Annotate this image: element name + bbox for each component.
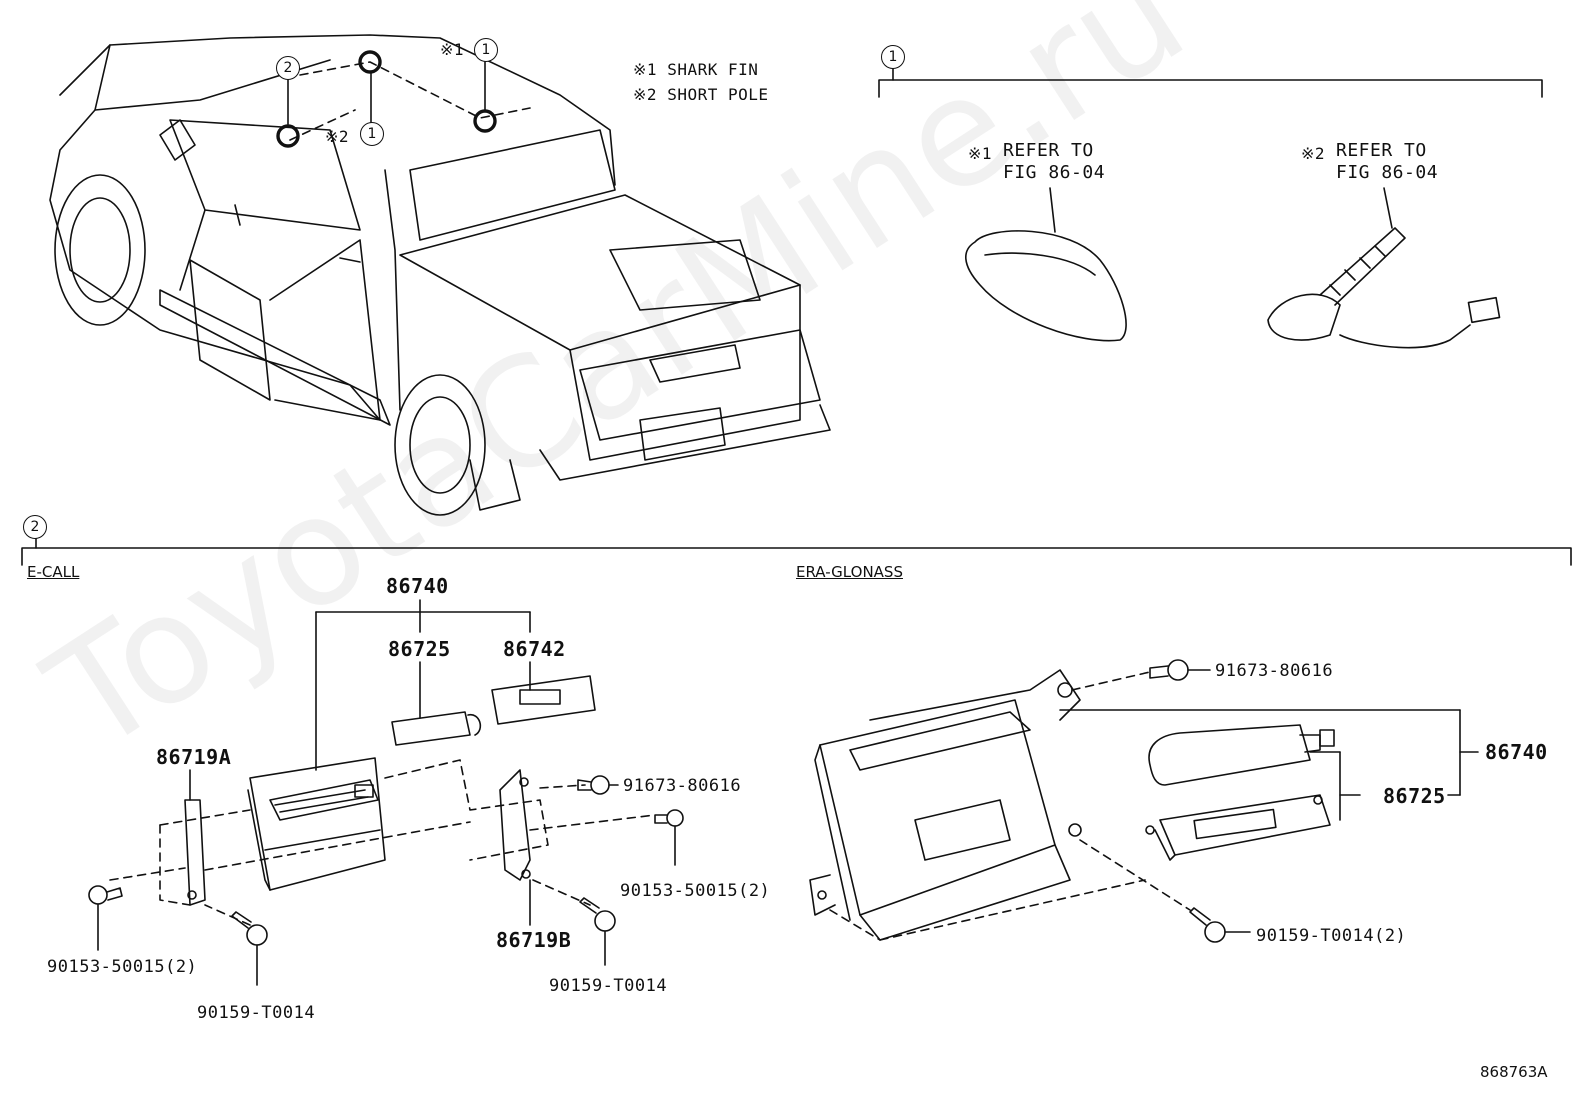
ecall-part-90159-T0014-left: 90159-T0014 <box>197 1003 316 1023</box>
ecall-part-86740: 86740 <box>386 574 449 598</box>
short-pole-refer-line1: REFER TO <box>1336 140 1427 161</box>
note-mark-2-truck: ※2 <box>325 127 350 146</box>
ecall-part-90159-T0014-right: 90159-T0014 <box>549 976 668 996</box>
ecall-part-90153-50015-right: 90153-50015(2) <box>620 881 771 901</box>
ecall-title: E-CALL <box>27 563 80 581</box>
section-2-label: 2 <box>23 515 47 539</box>
legend-text-1: SHARK FIN <box>667 60 759 79</box>
callout-1-truck-lower: 1 <box>360 122 384 146</box>
era-part-86725: 86725 <box>1383 784 1446 808</box>
era-part-86740: 86740 <box>1485 740 1548 764</box>
figure-code: 868763A <box>1480 1063 1548 1081</box>
era-glonass-title: ERA-GLONASS <box>796 563 903 581</box>
ecall-part-86742: 86742 <box>503 637 566 661</box>
short-pole-mark: ※2 <box>1301 144 1326 163</box>
callout-2-truck: 2 <box>276 56 300 80</box>
pickup-truck-illustration <box>49 34 831 516</box>
ecall-part-91673-80616: 91673-80616 <box>623 776 742 796</box>
ecall-part-86725: 86725 <box>388 637 451 661</box>
ecall-part-86719A: 86719A <box>156 745 232 769</box>
short-pole-refer-line2: FIG 86-04 <box>1336 162 1439 183</box>
legend-text-2: SHORT POLE <box>667 85 769 104</box>
legend-note-1: ※1 SHARK FIN <box>633 60 758 79</box>
era-part-91673-80616: 91673-80616 <box>1215 661 1334 681</box>
legend-mark-1: ※1 <box>633 60 658 79</box>
section-1-label: 1 <box>881 45 905 69</box>
ecall-part-90153-50015-left: 90153-50015(2) <box>47 957 198 977</box>
shark-fin-mark: ※1 <box>968 144 993 163</box>
callout-1-truck-top: 1 <box>474 38 498 62</box>
ecall-part-86719B: 86719B <box>496 928 572 952</box>
shark-fin-refer-line1: REFER TO <box>1003 140 1094 161</box>
shark-fin-refer-line2: FIG 86-04 <box>1003 162 1106 183</box>
legend-note-2: ※2 SHORT POLE <box>633 85 769 104</box>
note-mark-1-truck: ※1 <box>440 40 465 59</box>
era-part-90159-T0014: 90159-T0014(2) <box>1256 926 1407 946</box>
legend-mark-2: ※2 <box>633 85 658 104</box>
